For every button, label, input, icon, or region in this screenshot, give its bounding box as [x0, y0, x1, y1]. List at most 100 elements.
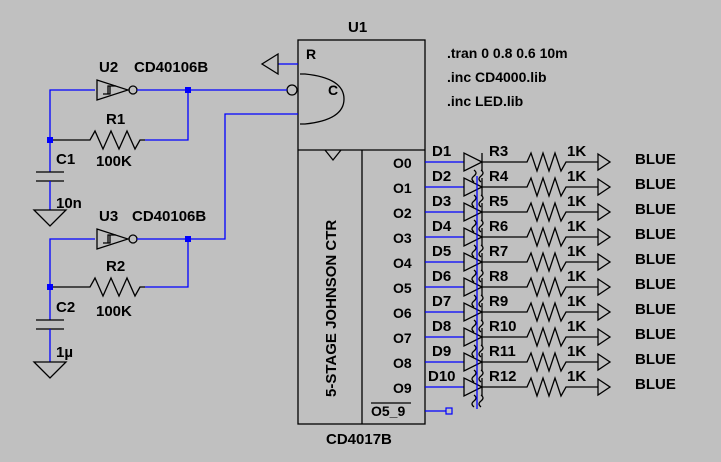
led-emission-arrows: [471, 219, 484, 233]
ground-symbol-2: [32, 361, 68, 379]
resistor-value: 1K: [567, 318, 586, 335]
inverter-u3: [96, 228, 131, 250]
diode-ref: D5: [432, 243, 451, 260]
osc1-feedback-wire: [145, 90, 189, 141]
resistor-value: 1K: [567, 368, 586, 385]
diode-ref: D2: [432, 168, 451, 185]
series-resistor: [482, 300, 598, 324]
oscillator-1: U2 CD40106B R1 100K C1 10n: [32, 59, 287, 227]
led-emission-arrows: [471, 344, 484, 358]
led-stage-row: D10 R12 1K BLUE: [425, 368, 676, 408]
resistor-value: 1K: [567, 193, 586, 210]
led-triangle: [463, 151, 484, 173]
inverter-u2-bubble: [128, 85, 138, 95]
capacitor-c2-ref: C2: [56, 299, 75, 316]
counter-reset-pin: R: [306, 46, 316, 62]
inverter-u2: [96, 79, 131, 101]
output-label-o5: O5: [393, 280, 412, 296]
net-flag-icon: [597, 227, 612, 247]
net-label: BLUE: [635, 376, 676, 393]
inverter-u3-ref: U3: [99, 208, 118, 225]
output-label-o2: O2: [393, 205, 412, 221]
ground-flag: [260, 52, 279, 76]
series-resistor: [482, 375, 598, 399]
net-label: BLUE: [635, 201, 676, 218]
led-stage-row: D9 R11 1K BLUE: [425, 343, 676, 383]
osc1-input-wire: [49, 89, 95, 140]
series-resistor: [482, 275, 598, 299]
directive-tran: .tran 0 0.8 0.6 10m: [447, 45, 568, 61]
junction-osc2-in: [47, 284, 53, 290]
junction-osc1-out: [185, 87, 191, 93]
resistor-ref: R12: [489, 368, 517, 385]
counter-part: CD4017B: [326, 431, 392, 448]
counter-body-text: 5-STAGE JOHNSON CTR: [323, 220, 340, 397]
counter-ref: U1: [348, 19, 367, 36]
series-resistor: [482, 200, 598, 224]
inverter-u3-part: CD40106B: [132, 208, 206, 225]
resistor-ref: R7: [489, 243, 508, 260]
reset-ground: [260, 52, 298, 76]
osc2-feedback-wire: [145, 239, 189, 288]
net-flag-icon: [597, 252, 612, 272]
led-emission-arrows: [471, 244, 484, 258]
led-emission-arrows: [471, 394, 484, 408]
inverter-u2-part: CD40106B: [134, 59, 208, 76]
diode-ref: D9: [432, 343, 451, 360]
output-label-o7: O7: [393, 330, 412, 346]
resistor-r2-value: 100K: [96, 303, 132, 320]
led-stage-row: D5 R7 1K BLUE: [425, 243, 676, 283]
diode-ref: D1: [432, 143, 451, 160]
net-flag-icon: [597, 327, 612, 347]
resistor-ref: R8: [489, 268, 508, 285]
directive-inc-led: .inc LED.lib: [447, 93, 523, 109]
inverter-u2-ref: U2: [99, 59, 118, 76]
diode-ref: D6: [432, 268, 451, 285]
led-emission-arrows: [471, 294, 484, 308]
clock-gate-shape: [300, 73, 345, 125]
series-resistor: [482, 225, 598, 249]
net-label: BLUE: [635, 301, 676, 318]
led-triangle: [463, 251, 484, 273]
net-label: BLUE: [635, 326, 676, 343]
diode-ref: D8: [432, 318, 451, 335]
led-emission-arrows: [471, 319, 484, 333]
net-flag-icon: [597, 352, 612, 372]
resistor-value: 1K: [567, 293, 586, 310]
resistor-ref: R10: [489, 318, 517, 335]
resistor-value: 1K: [567, 343, 586, 360]
resistor-ref: R11: [489, 343, 516, 360]
output-label-o8: O8: [393, 355, 412, 371]
resistor-r1-value: 100K: [96, 153, 132, 170]
resistor-value: 1K: [567, 168, 586, 185]
output-label-o9: O9: [393, 380, 412, 396]
led-emission-arrows: [471, 194, 484, 208]
net-label: BLUE: [635, 351, 676, 368]
output-label-o1: O1: [393, 180, 412, 196]
net-label: BLUE: [635, 251, 676, 268]
net-flag-icon: [597, 177, 612, 197]
osc2-input-wire: [49, 238, 95, 287]
diode-ref: D7: [432, 293, 451, 310]
spice-directives: .tran 0 0.8 0.6 10m .inc CD4000.lib .inc…: [447, 45, 568, 109]
net-flag-icon: [597, 277, 612, 297]
led-triangle: [463, 351, 484, 373]
directive-inc-cd4000: .inc CD4000.lib: [447, 69, 547, 85]
resistor-value: 1K: [567, 268, 586, 285]
inverter-u3-bubble: [128, 234, 138, 244]
ground-symbol-1: [32, 209, 68, 227]
capacitor-c1-ref: C1: [56, 151, 75, 168]
net-flag-icon: [597, 202, 612, 222]
output-label-o0: O0: [393, 155, 412, 171]
carry-pin-label: O5_9: [371, 403, 405, 419]
capacitor-c2-value: 1µ: [56, 344, 73, 361]
resistor-ref: R3: [489, 143, 508, 160]
diode-ref: D10: [428, 368, 456, 385]
schmitt-icon-u3: [103, 234, 116, 244]
